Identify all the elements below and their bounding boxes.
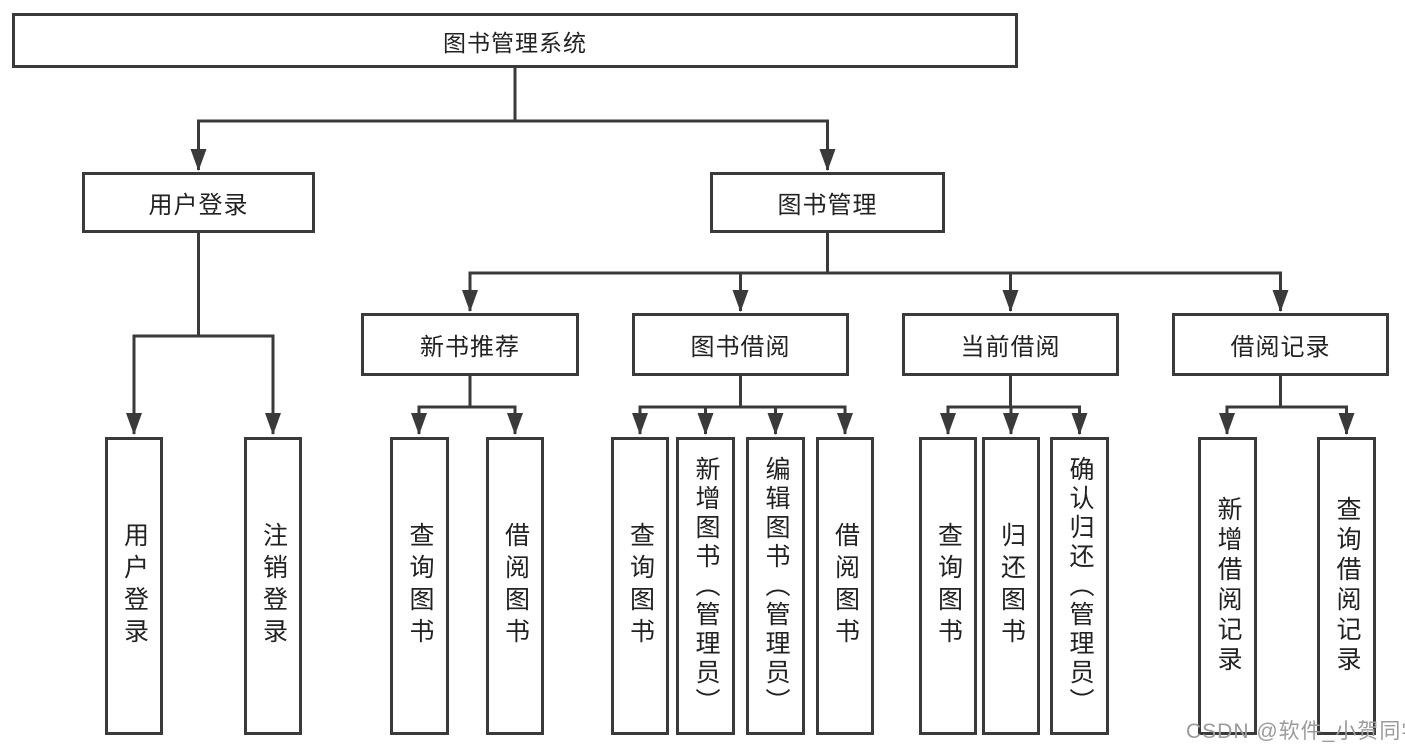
leaf-query-books-current: 查询图书 <box>919 437 977 735</box>
connector-user-login-children <box>126 233 281 435</box>
node-user-login: 用户登录 <box>82 172 315 233</box>
leaf-edit-books-admin: 编辑图书（管理员） <box>746 437 805 735</box>
connector-current-borrowing-children <box>940 376 1088 435</box>
leaf-borrow-books-recommend: 借阅图书 <box>486 437 544 735</box>
node-root: 图书管理系统 <box>12 13 1018 68</box>
node-new-book-recommend: 新书推荐 <box>361 313 579 376</box>
leaf-borrow-books-borrowing: 借阅图书 <box>816 437 874 735</box>
connector-borrow-records-children <box>1219 376 1355 435</box>
leaf-confirm-return-admin: 确认归还（管理员） <box>1050 437 1109 735</box>
leaf-return-books: 归还图书 <box>982 437 1040 735</box>
leaf-add-borrow-record: 新增借阅记录 <box>1198 437 1257 735</box>
node-current-borrowing: 当前借阅 <box>902 313 1119 376</box>
node-borrow-records: 借阅记录 <box>1172 313 1389 376</box>
leaf-query-borrow-record: 查询借阅记录 <box>1317 437 1376 735</box>
leaf-query-books-borrowing: 查询图书 <box>611 437 669 735</box>
connector-book-management-to-level3 <box>462 233 1289 312</box>
node-book-management: 图书管理 <box>710 172 945 233</box>
leaf-user-login: 用户登录 <box>105 437 163 735</box>
connector-root-to-level2 <box>190 68 836 171</box>
node-book-borrowing: 图书借阅 <box>632 313 849 376</box>
leaf-query-books-recommend: 查询图书 <box>390 437 449 735</box>
csdn-watermark: CSDN @软件_小贺同学 <box>1186 720 1405 743</box>
connector-book-borrowing-children <box>632 376 853 435</box>
leaf-add-books-admin: 新增图书（管理员） <box>676 437 735 735</box>
connector-new-book-recommend-children <box>411 376 523 435</box>
leaf-logout-login: 注销登录 <box>244 437 302 735</box>
